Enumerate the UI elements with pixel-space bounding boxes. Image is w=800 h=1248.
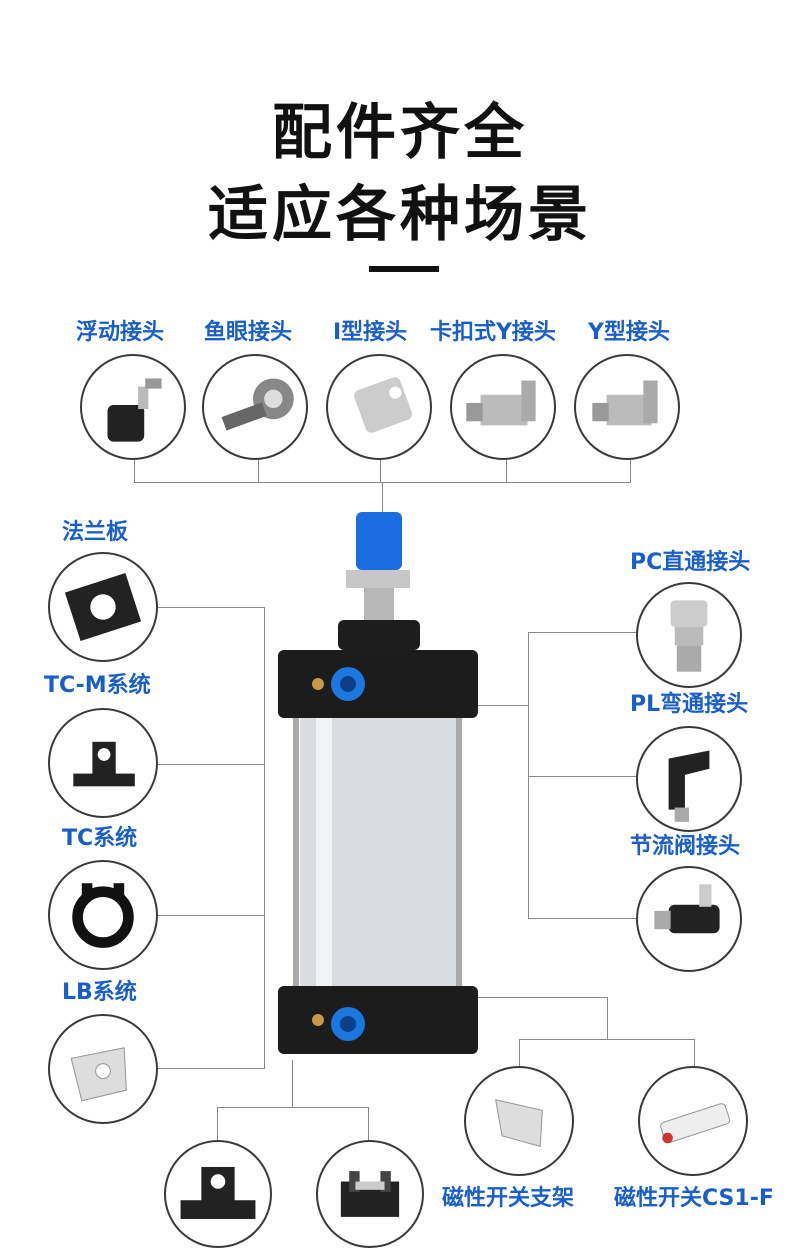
i-type-joint-image: [326, 354, 432, 460]
label-switch-bracket: 磁性开关支架: [442, 1186, 575, 1211]
label-rod-end-joint: 鱼眼接头: [204, 320, 293, 345]
label-flow-control-fitting: 节流阀接头: [630, 834, 741, 859]
label-lb-system: LB系统: [62, 980, 137, 1005]
label-clip-y-joint: 卡扣式Y接头: [430, 320, 556, 345]
label-floating-joint: 浮动接头: [76, 320, 165, 345]
label-y-type-joint: Y型接头: [588, 320, 670, 345]
lb-system-image: [48, 1014, 158, 1124]
pl-elbow-fitting-image: [636, 726, 742, 832]
tc-m-system-image: [48, 708, 158, 818]
title-line-1: 配件齐全: [272, 98, 528, 168]
cylinder-bottom-cap: [278, 986, 478, 1054]
label-flange-plate: 法兰板: [62, 520, 129, 545]
tc-system-image: [48, 860, 158, 970]
label-i-type-joint: I型接头: [333, 320, 408, 345]
label-pc-straight-fitting: PC直通接头: [630, 550, 751, 575]
bottom-double-clevis-image: [316, 1140, 424, 1248]
flow-control-fitting-image: [636, 866, 742, 972]
rod-nut: [346, 570, 410, 588]
y-type-joint-image: [574, 354, 680, 460]
rod-end-joint-image: [202, 354, 308, 460]
label-tc-m-system: TC-M系统: [44, 673, 151, 698]
label-tc-system: TC系统: [62, 826, 138, 851]
label-pl-elbow-fitting: PL弯通接头: [630, 692, 749, 717]
label-magnetic-switch: 磁性开关CS1-F: [614, 1186, 774, 1211]
rod-guide: [338, 620, 420, 650]
title-line-2: 适应各种场景: [208, 180, 592, 250]
clip-y-joint-image: [450, 354, 556, 460]
rod-shaft: [364, 588, 394, 624]
switch-bracket-image: [464, 1066, 574, 1176]
bottom-clevis-bracket-image: [164, 1140, 272, 1248]
title-underline: [369, 266, 439, 272]
magnetic-switch-image: [638, 1066, 748, 1176]
rod-cap: [356, 512, 402, 570]
flange-plate-image: [48, 552, 158, 662]
cylinder-barrel: [293, 718, 462, 988]
cylinder-top-cap: [278, 650, 478, 718]
cylinder-piston-rod: [338, 512, 420, 650]
floating-joint-image: [80, 354, 186, 460]
pc-straight-fitting-image: [636, 582, 742, 688]
